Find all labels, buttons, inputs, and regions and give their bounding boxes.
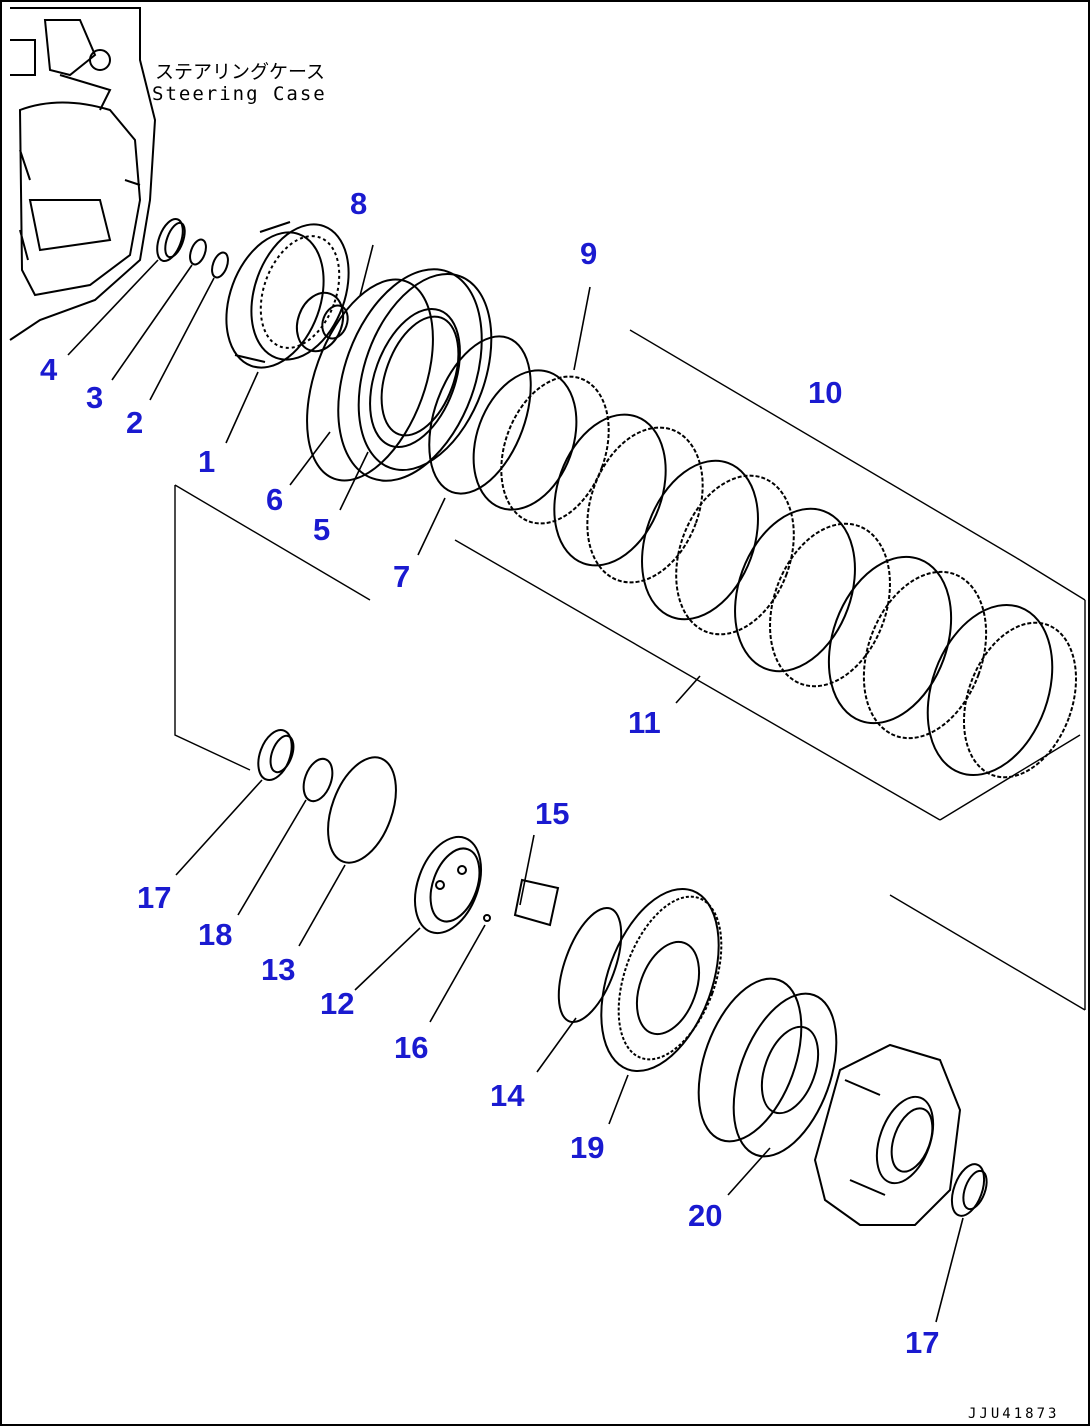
part-6-ring: [306, 278, 434, 482]
callout-19: 19: [570, 1130, 604, 1165]
callout-13: 13: [261, 952, 295, 987]
part-15-plate: [513, 878, 560, 927]
part-16-pin: [483, 914, 491, 922]
part-17-bearing-upper: [257, 729, 295, 781]
callout-11: 11: [628, 705, 661, 740]
callout-17-lower: 17: [905, 1325, 939, 1360]
clutch-plate-stack: [472, 369, 1078, 779]
part-3-ring: [189, 238, 207, 266]
part-12-cover: [414, 835, 482, 935]
callout-10: 10: [808, 375, 842, 410]
group-bracket-lines: [174, 329, 1086, 1011]
callout-18: 18: [198, 917, 232, 952]
part-19-friction-disc: [600, 887, 723, 1073]
part-13-o-ring: [327, 756, 397, 864]
leader-lines: [67, 244, 964, 1323]
part-2-ring: [211, 251, 229, 279]
callout-5: 5: [313, 512, 330, 547]
callout-15: 15: [535, 796, 569, 831]
callout-14: 14: [490, 1078, 525, 1113]
part-17-bearing-lower: [950, 1163, 988, 1217]
callout-1: 1: [198, 444, 215, 479]
drawing-code: JJU41873: [968, 1406, 1059, 1422]
callout-17-upper: 17: [137, 880, 171, 915]
callout-2: 2: [126, 405, 143, 440]
steering-case-drawing: [9, 7, 157, 341]
callout-6: 6: [266, 482, 283, 517]
part-18-ring: [302, 757, 334, 803]
callout-4: 4: [40, 352, 58, 387]
part-20-plates: [697, 977, 838, 1158]
part-1-hub-drum: [225, 221, 350, 369]
callout-12: 12: [320, 986, 354, 1021]
brake-housing: [813, 1043, 962, 1226]
callout-9: 9: [580, 236, 597, 271]
part-14-ring: [557, 906, 623, 1024]
part-4-seal-ring: [156, 217, 186, 263]
case-label-english: Steering Case: [152, 83, 327, 105]
callout-8: 8: [350, 186, 367, 221]
part-5-piston: [337, 268, 493, 482]
callout-7: 7: [393, 559, 410, 594]
case-label-japanese: ステアリングケース: [155, 61, 325, 83]
callout-20: 20: [688, 1198, 722, 1233]
part-7-o-ring: [428, 335, 532, 495]
callout-3: 3: [86, 380, 103, 415]
callout-16: 16: [394, 1030, 428, 1065]
